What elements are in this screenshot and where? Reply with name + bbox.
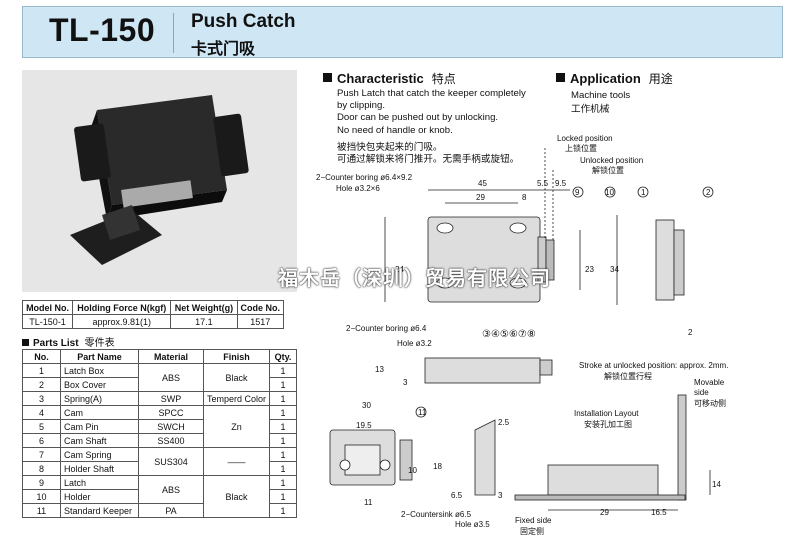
- spec-table: Model No.Holding Force N(kgf) Net Weight…: [21, 300, 284, 329]
- dim-30: 30: [362, 401, 371, 410]
- hole-2-label: Hole ø3.2: [397, 339, 432, 348]
- installation-layout-cn: 安装孔加工图: [584, 420, 632, 429]
- unlocked-position-cn: 解锁位置: [592, 166, 624, 175]
- callout-2: 2: [706, 188, 711, 197]
- dim-18: 18: [433, 462, 442, 471]
- unlocked-position-label: Unlocked position: [580, 156, 644, 165]
- product-photo: [22, 70, 297, 292]
- hole-3-5-label: Hole ø3.5: [455, 520, 490, 529]
- dim-8: 8: [522, 193, 527, 202]
- fixed-side-cn: 固定侧: [520, 527, 544, 536]
- model-number: TL-150: [49, 12, 156, 48]
- callout-9: 9: [575, 188, 580, 197]
- dim-14: 14: [712, 480, 721, 489]
- header-divider: [173, 13, 174, 53]
- dim-3: 3: [403, 378, 408, 387]
- counter-boring-label: 2−Counter boring ø6.4×9.2: [316, 173, 413, 182]
- watermark: 福木岳（深圳）贸易有限公司: [278, 268, 551, 290]
- dim-9-5: 9.5: [555, 179, 567, 188]
- push-catch-photo: [70, 95, 249, 265]
- dim-29b: 29: [600, 508, 609, 517]
- dim-19-5: 19.5: [356, 421, 372, 430]
- dim-3b: 3: [498, 491, 503, 500]
- dim-29: 29: [476, 193, 485, 202]
- stroke-label: Stroke at unlocked position: approx. 2mm…: [579, 361, 729, 370]
- dim-23: 23: [585, 265, 594, 274]
- product-title-cn: 卡式门吸: [191, 41, 256, 58]
- characteristic-text: Push Latch that catch the keeper complet…: [337, 88, 526, 166]
- callouts-3-8: ③④⑤⑥⑦⑧: [482, 329, 536, 340]
- dim-11: 11: [364, 498, 373, 507]
- movable-cn: 可移动侧: [694, 399, 726, 408]
- stroke-cn: 解锁位置行程: [604, 372, 652, 381]
- hole-label: Hole ø3.2×6: [336, 184, 380, 193]
- locked-position-label: Locked position: [557, 134, 613, 143]
- application-text: Machine tools 工作机械: [571, 90, 631, 115]
- movable-side-label: side: [694, 388, 709, 397]
- movable-label: Movable: [694, 378, 725, 387]
- dim-45: 45: [478, 179, 487, 188]
- title-banner: TL-150 Push Catch 卡式门吸: [22, 6, 783, 58]
- counter-boring-2-label: 2−Counter boring ø6.4: [346, 324, 427, 333]
- product-title-en: Push Catch: [191, 11, 296, 32]
- dim-34: 34: [610, 265, 619, 274]
- callout-11: 11: [418, 408, 427, 417]
- dim-16-5: 16.5: [651, 508, 667, 517]
- dim-5-5: 5.5: [537, 179, 549, 188]
- locked-position-cn: 上锁位置: [565, 144, 597, 153]
- callout-1: 1: [641, 188, 646, 197]
- dim-24: 24: [395, 265, 404, 274]
- dim-2-5: 2.5: [498, 418, 510, 427]
- dim-10: 10: [408, 466, 417, 475]
- dim-13: 13: [375, 365, 384, 374]
- dim-6-5: 6.5: [451, 491, 463, 500]
- countersink-label: 2−Countersink ø6.5: [401, 510, 472, 519]
- installation-layout-label: Installation Layout: [574, 409, 639, 418]
- callout-10: 10: [605, 188, 614, 197]
- fixed-side-label: Fixed side: [515, 516, 552, 525]
- dim-2: 2: [688, 328, 693, 337]
